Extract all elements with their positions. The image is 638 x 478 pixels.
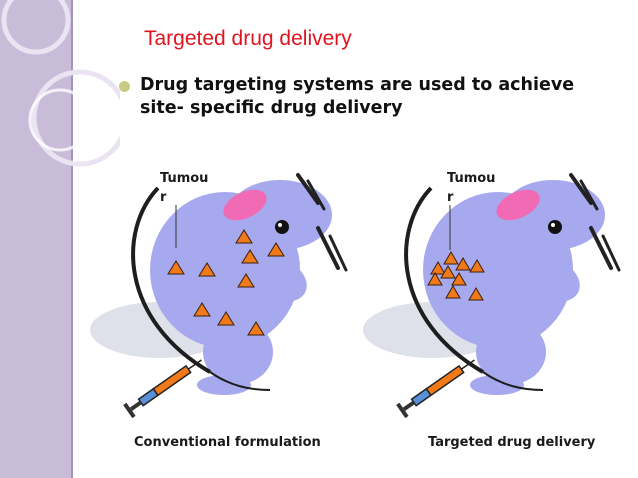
triangle-icon (427, 272, 443, 286)
slide-title: Targeted drug delivery (144, 27, 352, 50)
triangle-icon (235, 229, 253, 244)
triangle-icon (193, 302, 211, 317)
triangle-icon (267, 242, 285, 257)
triangle-icon (198, 262, 216, 277)
round-bullet-icon (119, 81, 130, 92)
triangle-icon (430, 261, 446, 275)
side-band-edge (71, 0, 73, 478)
bullet-text: Drug targeting systems are used to achie… (140, 75, 575, 118)
mouse-conventional (88, 173, 348, 421)
triangle-icon (445, 285, 461, 299)
ring-inner (28, 88, 92, 152)
triangle-icon (443, 251, 459, 265)
triangle-icon (247, 321, 265, 336)
ring-top (1, 0, 71, 55)
tumour-mass (160, 242, 220, 294)
triangle-icon (241, 249, 259, 264)
triangle-icon (469, 259, 485, 273)
triangle-icon (455, 257, 471, 271)
decorative-rings (1, 0, 120, 167)
triangle-icon (237, 273, 255, 288)
triangle-icon (217, 311, 235, 326)
triangle-icon (167, 260, 185, 275)
triangle-icon (440, 265, 456, 279)
caption-conventional: Conventional formulation (134, 435, 321, 450)
triangle-icon (451, 272, 467, 286)
triangle-icon (468, 287, 484, 301)
ring-large (31, 69, 120, 167)
caption-targeted: Targeted drug delivery (428, 435, 596, 450)
mouse-targeted (361, 173, 621, 421)
